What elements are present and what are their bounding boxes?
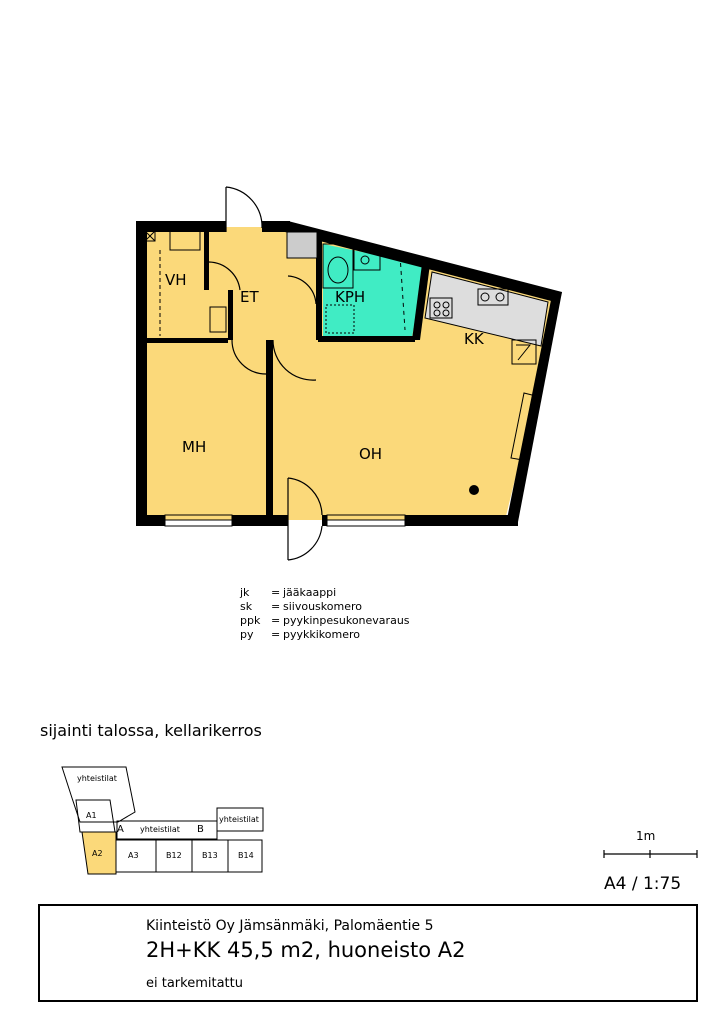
legend-row: sk =siivouskomero bbox=[240, 600, 410, 614]
room-label-vh: VH bbox=[165, 271, 187, 289]
key-label-b14: B14 bbox=[238, 851, 254, 860]
key-label-a2: A2 bbox=[92, 849, 103, 858]
room-label-mh: MH bbox=[182, 438, 206, 456]
column-marker bbox=[469, 485, 479, 495]
room-label-kph: KPH bbox=[335, 288, 365, 306]
room-label-oh: OH bbox=[359, 445, 382, 463]
measurement-note: ei tarkemitattu bbox=[146, 976, 243, 991]
interior-walls bbox=[140, 228, 430, 520]
legend-eq: = bbox=[271, 614, 281, 627]
room-label-et: ET bbox=[240, 288, 259, 306]
key-label-b: B bbox=[197, 824, 204, 835]
legend-desc: pyykinpesukonevaraus bbox=[283, 614, 410, 627]
legend-desc: jääkaappi bbox=[283, 586, 337, 599]
legend-abbr: jk bbox=[240, 586, 250, 599]
legend-row: ppk =pyykinpesukonevaraus bbox=[240, 614, 410, 628]
key-label-a: A bbox=[117, 824, 124, 835]
key-label-a1: A1 bbox=[86, 811, 97, 820]
bathroom-floor bbox=[323, 244, 425, 337]
key-label-yhteistilat-mid: yhteistilat bbox=[140, 825, 180, 834]
title-block: Kiinteistö Oy Jämsänmäki, Palomäentie 5 … bbox=[38, 904, 698, 1002]
key-label-yhteistilat-top: yhteistilat bbox=[77, 774, 117, 783]
legend-row: jk =jääkaappi bbox=[240, 586, 410, 600]
apartment-summary: 2H+KK 45,5 m2, huoneisto A2 bbox=[146, 938, 466, 962]
windows bbox=[164, 392, 537, 527]
legend-abbr: sk bbox=[240, 600, 253, 613]
location-title: sijainti talossa, kellarikerros bbox=[40, 721, 262, 740]
legend-abbr: ppk bbox=[240, 614, 261, 627]
outer-walls bbox=[136, 221, 562, 526]
room-label-kk: KK bbox=[464, 330, 485, 348]
scale-bar bbox=[603, 850, 698, 858]
legend-desc: siivouskomero bbox=[283, 600, 362, 613]
key-label-yhteistilat-right: yhteistilat bbox=[219, 815, 259, 824]
legend-eq: = bbox=[271, 628, 281, 641]
scale-ratio: A4 / 1:75 bbox=[604, 874, 682, 894]
unit-a2-highlight bbox=[81, 831, 117, 875]
legend-row: py =pyykkikomero bbox=[240, 628, 410, 642]
door-swings bbox=[208, 186, 323, 561]
property-name: Kiinteistö Oy Jämsänmäki, Palomäentie 5 bbox=[146, 918, 434, 934]
legend-desc: pyykkikomero bbox=[283, 628, 360, 641]
fixtures bbox=[144, 229, 549, 365]
legend-eq: = bbox=[271, 600, 281, 613]
legend-eq: = bbox=[271, 586, 281, 599]
key-label-b13: B13 bbox=[202, 851, 218, 860]
key-label-b12: B12 bbox=[166, 851, 182, 860]
key-label-a3: A3 bbox=[128, 851, 139, 860]
scale-bar-label: 1m bbox=[636, 829, 656, 843]
legend-abbr: py bbox=[240, 628, 254, 641]
